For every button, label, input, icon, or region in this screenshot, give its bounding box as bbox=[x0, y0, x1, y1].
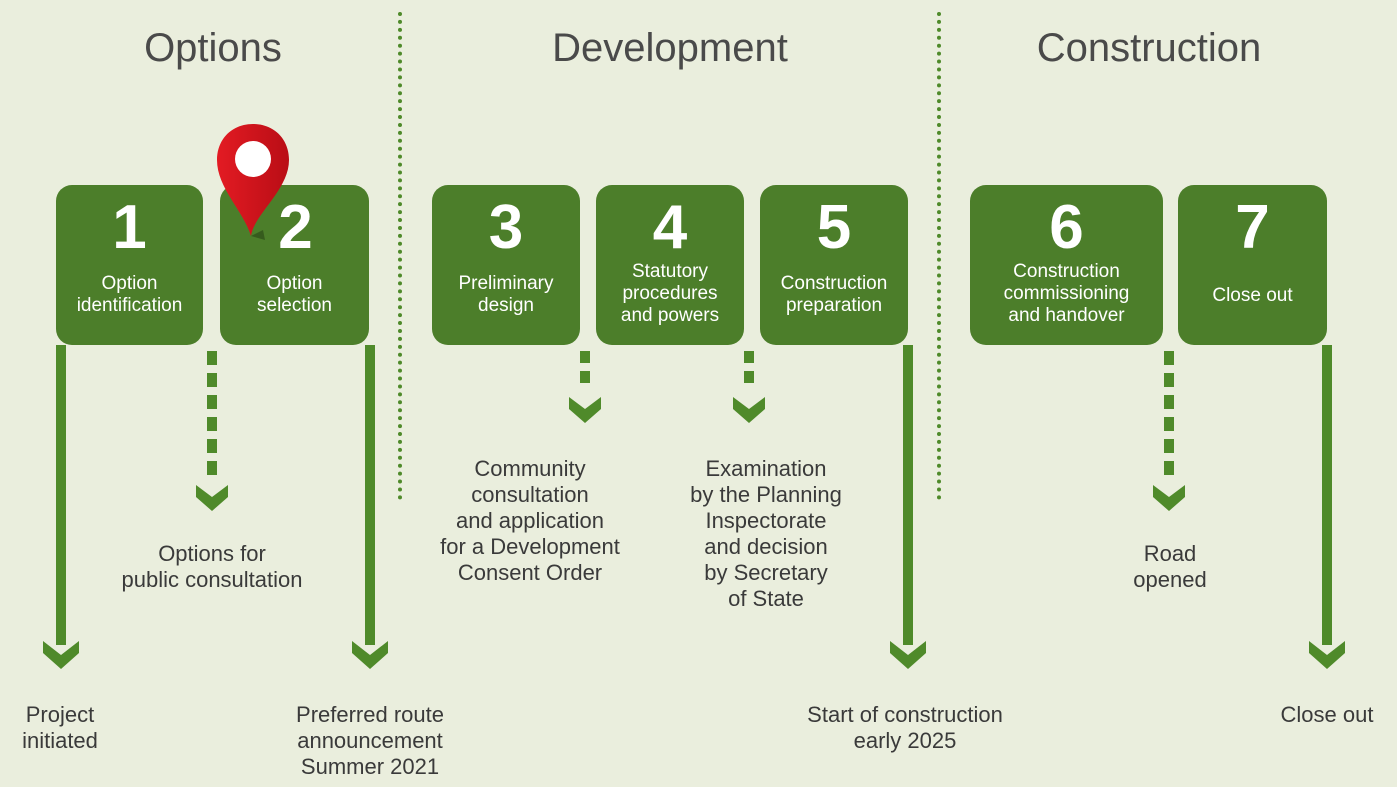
arrow-dashed-down-icon bbox=[1153, 351, 1185, 511]
phase-divider-options-development bbox=[398, 12, 402, 500]
milestone-options-public-consultation: Options for public consultation bbox=[121, 541, 303, 592]
milestone-community-consultation: Community consultation and application f… bbox=[440, 456, 620, 585]
milestone-road-opened: Road opened bbox=[1133, 541, 1207, 592]
phase-divider-development-construction bbox=[937, 12, 941, 500]
stage-box-4: 4 Statutory procedures and powers bbox=[596, 185, 744, 345]
arrow-solid-down-icon bbox=[1309, 345, 1345, 669]
arrow-dashed-down-icon bbox=[733, 351, 765, 423]
stage-label: Option selection bbox=[257, 273, 332, 316]
stage-number: 3 bbox=[488, 193, 524, 262]
stage-label: Construction preparation bbox=[780, 273, 888, 316]
arrow-dashed-down-icon bbox=[196, 351, 228, 511]
arrow-solid-down-icon bbox=[352, 345, 388, 669]
stage-number: 7 bbox=[1235, 193, 1270, 262]
stage-box-5: 5 Construction preparation bbox=[760, 185, 908, 345]
arrow-solid-down-icon bbox=[43, 345, 79, 669]
stage-box-7: 7 Close out bbox=[1178, 185, 1327, 345]
phase-title-options: Options bbox=[144, 26, 282, 70]
stage-box-1: 1 Option identification bbox=[56, 185, 203, 345]
milestone-close-out: Close out bbox=[1280, 702, 1374, 727]
stage-label: Close out bbox=[1212, 285, 1293, 306]
arrow-dashed-down-icon bbox=[569, 351, 601, 423]
stage-number: 5 bbox=[816, 193, 852, 262]
stage-number: 4 bbox=[652, 193, 688, 262]
stage-number: 1 bbox=[112, 193, 147, 262]
stage-label: Preliminary design bbox=[458, 273, 554, 316]
location-pin-icon bbox=[217, 124, 289, 240]
stage-number: 2 bbox=[278, 193, 313, 262]
milestone-project-initiated: Project initiated bbox=[22, 702, 98, 753]
stage-label: Option identification bbox=[76, 273, 183, 316]
arrow-solid-down-icon bbox=[890, 345, 926, 669]
phase-title-development: Development bbox=[552, 26, 788, 70]
stage-label: Statutory procedures and powers bbox=[620, 261, 720, 326]
stage-box-6: 6 Construction commissioning and handove… bbox=[970, 185, 1163, 345]
milestone-start-construction: Start of construction early 2025 bbox=[807, 702, 1003, 753]
phase-title-construction: Construction bbox=[1036, 26, 1262, 70]
stage-box-3: 3 Preliminary design bbox=[432, 185, 580, 345]
stage-number: 6 bbox=[1049, 193, 1084, 262]
stage-label: Construction commissioning and handover bbox=[1003, 261, 1130, 326]
milestone-preferred-route: Preferred route announcement Summer 2021 bbox=[296, 702, 444, 779]
milestone-examination: Examination by the Planning Inspectorate… bbox=[690, 456, 842, 611]
